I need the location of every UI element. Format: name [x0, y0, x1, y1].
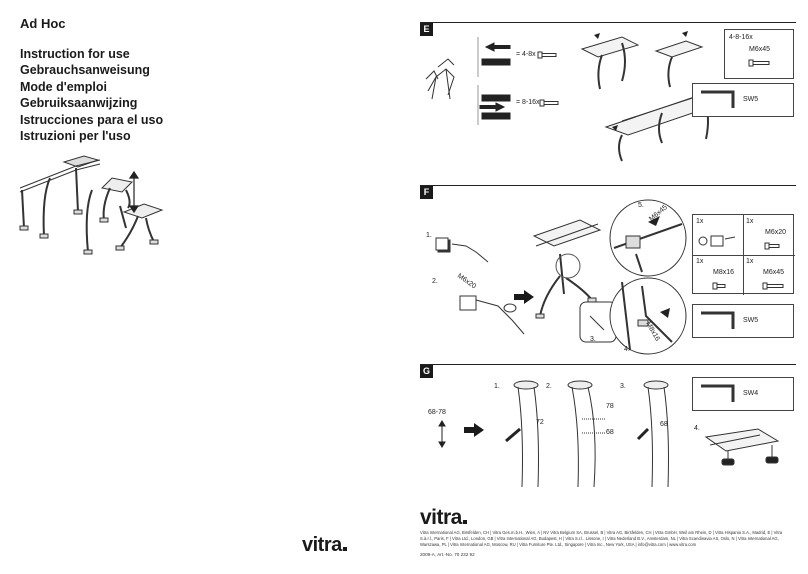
- title-english: Instruction for use: [20, 47, 130, 61]
- tool-box: SW5: [692, 304, 794, 338]
- bolt-icon: [539, 99, 559, 107]
- bolt-icon: [712, 282, 726, 290]
- vitra-logo: vitra: [420, 506, 467, 530]
- leg-mount-drawing: [532, 219, 617, 343]
- part-size: M6x20: [765, 229, 787, 236]
- allen-key-icon: [701, 90, 735, 108]
- height-value-68a: 68: [606, 429, 614, 436]
- leg-adjust-drawing-2: [567, 380, 606, 488]
- step-3: 3.: [590, 336, 596, 343]
- bolt-icon: [762, 282, 784, 290]
- allen-key-icon: [701, 384, 735, 402]
- screw-short-qty: = 4-8x: [516, 51, 536, 58]
- cover-page: Ad Hoc Instruction for use Gebrauchsanwe…: [19, 16, 347, 557]
- part-qty: 1x: [696, 258, 704, 265]
- screw-short-icon: [477, 37, 511, 77]
- parts-qty: 4-8-16x: [729, 34, 753, 41]
- height-range-label: 68-78: [428, 409, 446, 416]
- step-1: 1.: [426, 232, 432, 239]
- tool-box: SW5: [692, 83, 794, 117]
- tool-size: SW5: [743, 96, 759, 103]
- tool-size: SW5: [743, 317, 759, 324]
- tool-size: SW4: [743, 390, 759, 397]
- leg-tilt-drawing: [425, 58, 455, 100]
- bolt-icon: [764, 242, 780, 250]
- tool-box: SW4: [692, 377, 794, 411]
- table-frame-drawing: [19, 155, 164, 255]
- detail-circle-bottom: [609, 277, 687, 355]
- screw-long-icon: [477, 85, 511, 125]
- company-addresses: Vitra International AG, Birsfelden, CH |…: [420, 530, 783, 548]
- connector-part-icon: [698, 235, 736, 247]
- allen-key-icon: [701, 311, 735, 329]
- step-4: 4.: [694, 425, 700, 432]
- height-arrow-icon: [438, 420, 446, 448]
- part-qty: 1x: [696, 218, 704, 225]
- frame-leveling-drawing: [704, 428, 780, 466]
- vitra-logo: vitra: [302, 534, 347, 557]
- connector-drawing: [435, 237, 489, 263]
- height-value-78: 78: [606, 403, 614, 410]
- height-value-72: 72: [536, 419, 544, 426]
- section-e: E = 4-8x: [420, 22, 796, 182]
- arrow-right-icon: [514, 290, 534, 304]
- product-title: Ad Hoc: [20, 16, 66, 31]
- parts-box: 1x 1x M6x20 1x M8x16 1x M6x45: [692, 214, 795, 295]
- part-qty: 1x: [746, 218, 754, 225]
- section-f: F 1. 2. M6x20: [420, 185, 796, 361]
- step-3: 3.: [620, 383, 626, 390]
- height-arrow-icon: [128, 170, 140, 214]
- part-size: M6x45: [763, 269, 785, 276]
- title-spanish: Istrucciones para el uso: [20, 112, 164, 127]
- section-badge: G: [420, 365, 433, 378]
- title-french: Mode d'emploi: [20, 79, 107, 94]
- step-2: 2.: [432, 278, 438, 285]
- article-number: 2009-A, Art.-No. 70 232 92: [420, 552, 475, 557]
- part-size: M8x16: [713, 269, 735, 276]
- step-5: 5.: [638, 202, 644, 209]
- bolt-icon: [748, 59, 770, 67]
- section-g: G 68-78 1. 72 2.: [420, 364, 796, 494]
- leg-adjust-drawing-1: [505, 380, 539, 488]
- arrow-right-icon: [464, 423, 484, 437]
- step-4: 4.: [624, 346, 630, 353]
- instruction-titles: Instruction for use Gebrauchsanweisung M…: [20, 46, 163, 144]
- leg-adjust-drawing-3: [636, 380, 669, 488]
- detail-circle-top: [609, 199, 687, 277]
- step-1: 1.: [494, 383, 500, 390]
- title-dutch: Gebruiksaanwijzing: [20, 96, 138, 111]
- title-german: Gebrauchsanweisung: [20, 63, 150, 78]
- instructions-page: E = 4-8x: [404, 0, 808, 574]
- section-badge: E: [420, 23, 433, 36]
- part-qty: 1x: [746, 258, 754, 265]
- section-badge: F: [420, 186, 433, 199]
- height-value-68b: 68: [660, 421, 668, 428]
- title-italian: Istruzioni per l'uso: [20, 129, 131, 144]
- parts-box: 4-8-16x M6x45: [724, 29, 794, 79]
- parts-size: M6x45: [749, 46, 771, 53]
- step-2: 2.: [546, 383, 552, 390]
- screw-long-qty: = 8-16x: [516, 99, 540, 106]
- bolt-insert-drawing: [459, 295, 525, 335]
- bolt-icon: [537, 51, 557, 59]
